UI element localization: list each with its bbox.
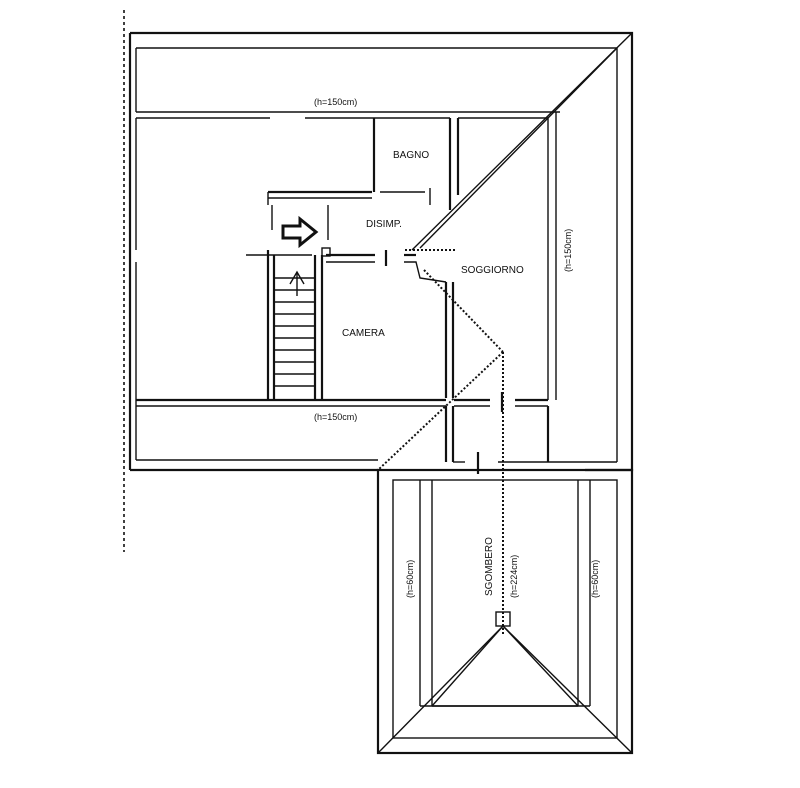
roof-hips <box>377 32 633 636</box>
room-label-sgombero: SGOMBERO <box>484 537 495 596</box>
height-label-top: (h=150cm) <box>314 97 357 107</box>
lower-wing <box>376 468 634 755</box>
height-label-center: (h=224cm) <box>509 555 519 598</box>
room-label-camera: CAMERA <box>342 328 385 339</box>
right-arrow-icon <box>281 215 319 249</box>
height-label-right-low: (h=60cm) <box>590 560 600 598</box>
height-label-right: (h=150cm) <box>563 229 573 272</box>
middle-partitions <box>136 261 617 474</box>
room-label-bagno: BAGNO <box>393 150 429 161</box>
room-label-soggiorno: SOGGIORNO <box>461 265 524 276</box>
staircase <box>266 250 324 400</box>
room-label-disimp: DISIMP. <box>366 219 402 230</box>
height-label-middle: (h=150cm) <box>314 412 357 422</box>
height-label-left-low: (h=60cm) <box>405 560 415 598</box>
upper-partitions <box>136 112 557 400</box>
